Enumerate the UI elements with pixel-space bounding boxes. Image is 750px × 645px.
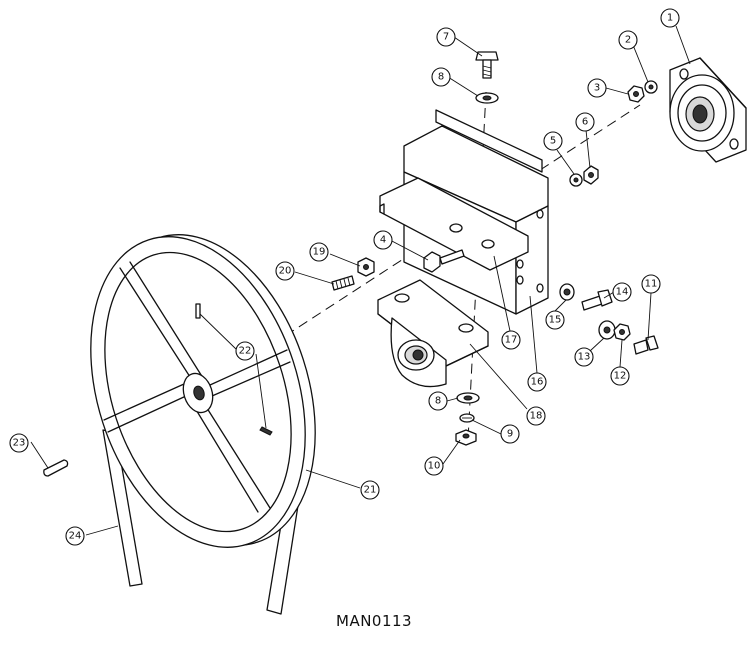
callout-6: 6 <box>575 112 595 132</box>
svg-text:2: 2 <box>625 35 631 46</box>
svg-text:13: 13 <box>578 352 591 363</box>
flange-bearing <box>669 57 747 163</box>
pin <box>195 303 273 436</box>
callout-1: 1 <box>660 8 680 28</box>
callout-11: 11 <box>641 274 661 294</box>
svg-text:15: 15 <box>549 315 562 326</box>
washer <box>598 320 616 340</box>
washer <box>569 173 583 187</box>
svg-text:6: 6 <box>582 117 588 128</box>
svg-text:8: 8 <box>438 72 444 83</box>
bolt-axis-line <box>467 91 487 441</box>
callout-10: 10 <box>424 456 444 476</box>
lock-washer <box>644 80 658 94</box>
svg-text:12: 12 <box>614 371 627 382</box>
callout-24: 24 <box>65 526 85 546</box>
callout-20: 20 <box>275 261 295 281</box>
callout-3: 3 <box>587 78 607 98</box>
lock-washer <box>459 413 475 423</box>
svg-text:9: 9 <box>507 429 513 440</box>
bolt <box>581 289 613 311</box>
svg-text:5: 5 <box>550 136 556 147</box>
drawing-number: MAN0113 <box>336 612 413 630</box>
callout-23: 23 <box>9 433 29 453</box>
callout-9: 9 <box>500 424 520 444</box>
pillow-block-bearing <box>377 279 489 388</box>
nut <box>627 85 645 103</box>
callout-5: 5 <box>543 131 563 151</box>
leader-lines <box>30 25 691 536</box>
washer <box>456 392 480 404</box>
nut <box>357 257 375 277</box>
nut <box>583 165 599 185</box>
set-screw <box>331 275 355 291</box>
callout-22: 22 <box>235 341 255 361</box>
callout-8: 8 <box>431 67 451 87</box>
svg-text:21: 21 <box>364 485 377 496</box>
washer <box>559 283 575 301</box>
svg-text:19: 19 <box>313 247 326 258</box>
washer <box>475 92 499 104</box>
bolt <box>475 51 499 79</box>
callout-13: 13 <box>574 347 594 367</box>
callout-2: 2 <box>618 30 638 50</box>
svg-text:22: 22 <box>239 346 252 357</box>
svg-text:11: 11 <box>645 279 658 290</box>
key <box>43 459 69 477</box>
svg-text:7: 7 <box>443 32 449 43</box>
nut <box>613 323 631 341</box>
callout-15: 15 <box>545 310 565 330</box>
svg-text:14: 14 <box>616 287 629 298</box>
svg-text:17: 17 <box>505 335 518 346</box>
svg-text:4: 4 <box>380 235 386 246</box>
svg-text:23: 23 <box>13 438 26 449</box>
svg-text:24: 24 <box>69 531 82 542</box>
svg-text:3: 3 <box>594 83 600 94</box>
wheel <box>90 234 316 548</box>
callout-7: 7 <box>436 27 456 47</box>
bracket <box>379 177 529 271</box>
callout-4: 4 <box>373 230 393 250</box>
bolt <box>633 335 659 355</box>
callout-17: 17 <box>501 330 521 350</box>
callout-16: 16 <box>527 372 547 392</box>
callout-18: 18 <box>526 406 546 426</box>
svg-text:20: 20 <box>279 266 292 277</box>
svg-text:18: 18 <box>530 411 543 422</box>
callout-21: 21 <box>360 480 380 500</box>
svg-text:16: 16 <box>531 377 544 388</box>
callout-8: 8 <box>428 391 448 411</box>
svg-text:8: 8 <box>435 396 441 407</box>
callout-12: 12 <box>610 366 630 386</box>
svg-text:1: 1 <box>667 13 673 24</box>
svg-text:10: 10 <box>428 461 441 472</box>
callout-14: 14 <box>612 282 632 302</box>
callout-19: 19 <box>309 242 329 262</box>
nut <box>455 429 477 446</box>
bolt <box>423 249 465 273</box>
